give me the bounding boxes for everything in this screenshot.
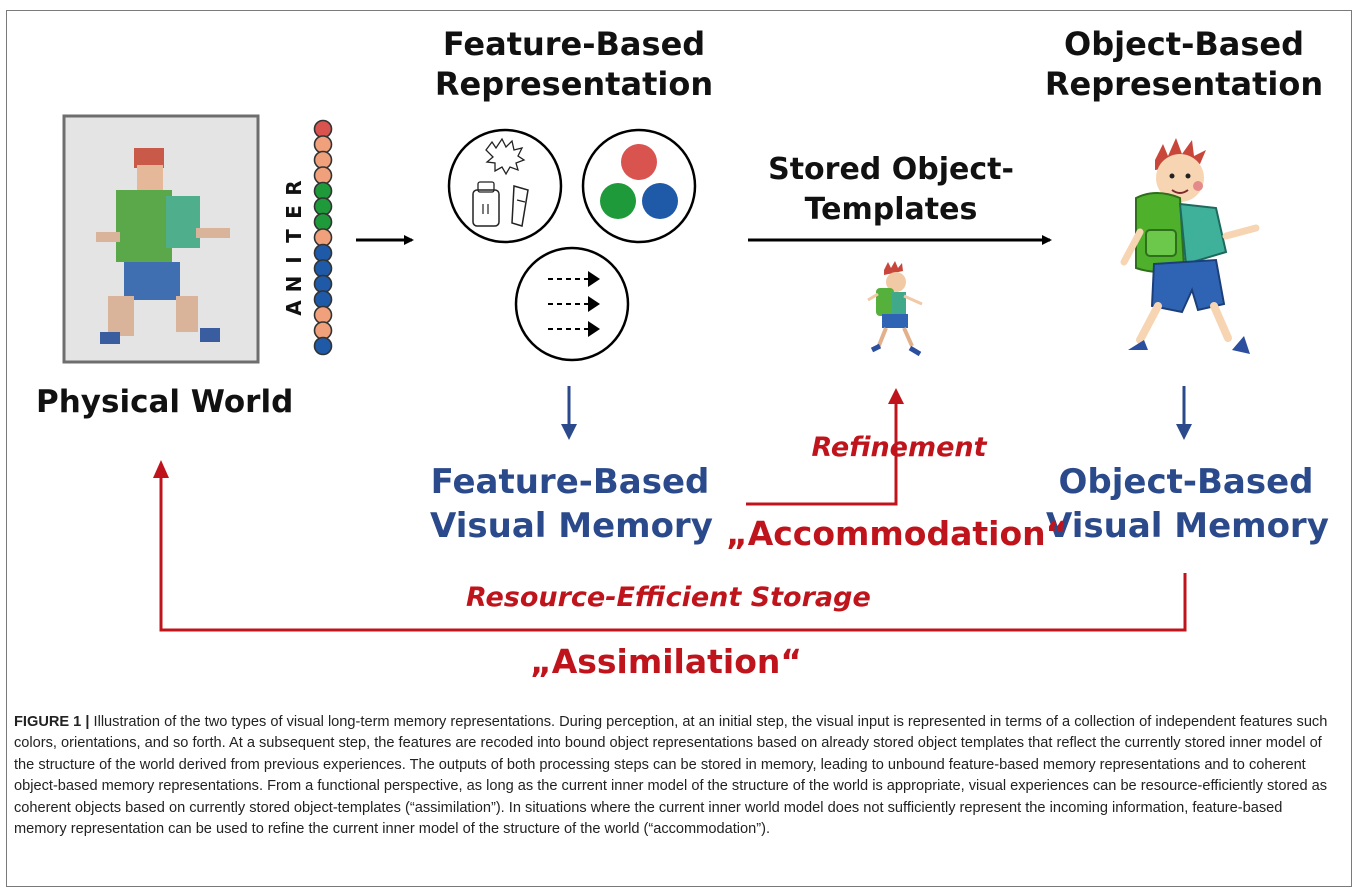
retina-letter: R — [282, 180, 306, 196]
retina-letter: I — [282, 256, 306, 264]
object-memory-arrow-head — [1176, 424, 1192, 440]
feature-memory-label: Feature-Based Visual Memory — [430, 460, 713, 548]
retina-dots — [313, 119, 333, 356]
retina-dot — [313, 228, 333, 247]
retina-letter: A — [282, 300, 306, 316]
template-boy-image — [867, 261, 923, 357]
pixelated-boy-image — [62, 114, 260, 364]
stored-templates-line1: Stored Object- — [768, 152, 1014, 187]
object-memory-line1: Object-Based — [1058, 462, 1314, 502]
motion-features-circle — [514, 246, 630, 362]
object-representation-line2: Representation — [1044, 65, 1324, 103]
retina-dot — [313, 290, 333, 309]
object-memory-line2: Visual Memory — [1046, 506, 1329, 546]
figure-frame — [6, 10, 1352, 887]
object-representation-title: Object-Based Representation — [1044, 24, 1324, 104]
object-memory-label: Object-Based Visual Memory — [1046, 460, 1329, 548]
object-boy-image — [1120, 138, 1260, 354]
retina-dot — [313, 135, 333, 154]
retina-dot — [313, 119, 333, 139]
retina-dot — [313, 259, 333, 278]
figure-caption: FIGURE 1 | Illustration of the two types… — [14, 712, 1338, 840]
feature-representation-title: Feature-Based Representation — [434, 24, 714, 104]
retina-dot — [313, 150, 333, 170]
feature-memory-arrow-head — [561, 424, 577, 440]
retina-letter: N — [282, 275, 306, 293]
assimilation-loop — [159, 476, 1187, 632]
color-features-circle — [581, 128, 697, 244]
retina-letter: E — [282, 205, 306, 219]
retina-dot — [313, 336, 333, 356]
retina-label: R E T I N A — [281, 176, 307, 320]
caption-label: FIGURE 1 | — [14, 714, 90, 730]
retina-dot — [313, 166, 333, 185]
physical-world-label: Physical World — [36, 384, 294, 420]
stored-templates-line2: Templates — [804, 192, 978, 227]
retina-dot — [313, 274, 333, 294]
retina-dot — [313, 197, 333, 216]
assimilation-arrow-head — [153, 460, 169, 478]
feature-representation-line1: Feature-Based — [442, 25, 706, 63]
refinement-connector — [746, 402, 898, 506]
caption-text: Illustration of the two types of visual … — [14, 714, 1328, 838]
retina-dot — [313, 305, 333, 325]
accommodation-label: „Accommodation“ — [726, 514, 1068, 553]
feature-representation-line2: Representation — [434, 65, 714, 103]
resource-storage-label: Resource-Efficient Storage — [466, 582, 871, 613]
stored-templates-label: Stored Object- Templates — [756, 150, 1026, 230]
retina-dot — [313, 243, 333, 263]
refinement-label: Refinement — [811, 432, 987, 463]
retina-dot — [313, 212, 333, 232]
shape-features-circle — [447, 128, 563, 244]
feature-memory-line1: Feature-Based — [430, 462, 710, 502]
object-representation-line1: Object-Based — [1064, 25, 1304, 63]
refinement-arrow-head — [888, 388, 904, 404]
retina-letter: T — [282, 229, 306, 243]
feature-memory-line2: Visual Memory — [430, 506, 713, 546]
assimilation-label: „Assimilation“ — [530, 642, 803, 681]
retina-dot — [313, 321, 333, 340]
retina-dot — [313, 181, 333, 201]
